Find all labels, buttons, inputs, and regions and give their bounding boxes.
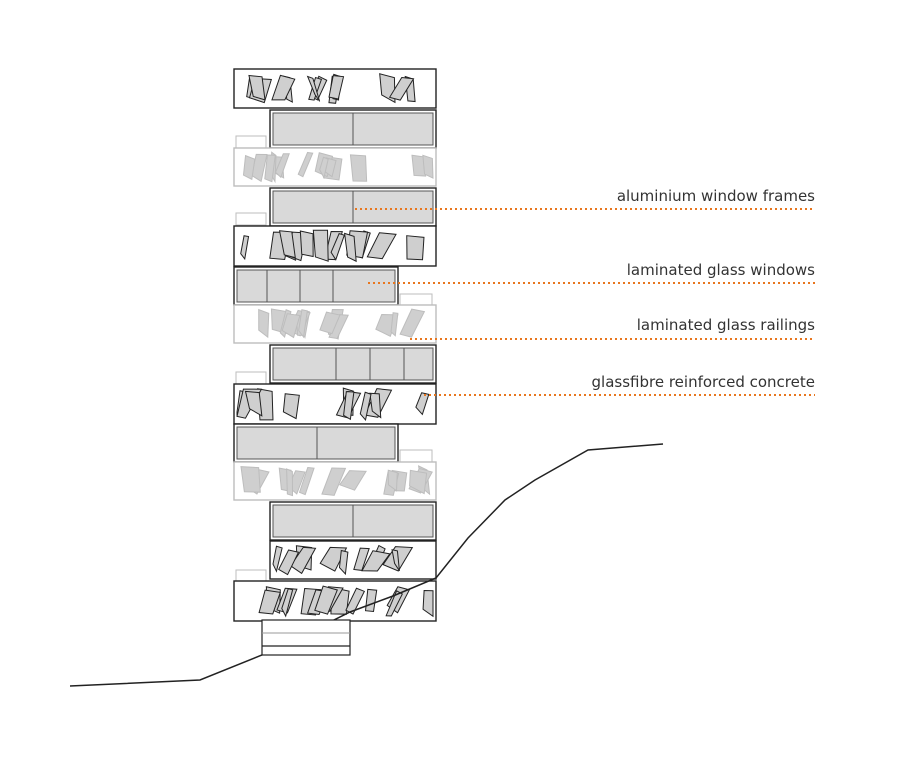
perforation-cutout (248, 74, 266, 101)
perforation-cutout (338, 470, 367, 491)
perforation-cutout (306, 75, 321, 102)
background-outline (235, 371, 267, 385)
background-outline (235, 212, 267, 226)
perforation-cutout (314, 585, 338, 615)
background-outline (399, 293, 433, 307)
background-outline (235, 569, 267, 583)
perforation-cutout (415, 392, 430, 416)
foundation-plinth (261, 619, 351, 656)
perforation-cutout (281, 313, 301, 339)
perforation-cutout (299, 230, 314, 258)
perforation-cutout (319, 311, 341, 335)
label-laminated-glass-windows: laminated glass windows (627, 261, 815, 279)
label-laminated-glass-railings: laminated glass railings (637, 316, 815, 334)
perforation-cutout (406, 235, 425, 261)
glass-window-module-4 (269, 344, 437, 384)
concrete-module-3 (233, 383, 437, 425)
perforation-cutout (278, 230, 296, 259)
railing-module-3 (233, 461, 437, 501)
glass-pane (236, 269, 396, 303)
perforation-cutout (286, 468, 294, 497)
railing-module-2 (233, 304, 437, 344)
label-aluminium-window-frames: aluminium window frames (617, 187, 815, 205)
glass-window-module-1 (269, 109, 437, 149)
perforation-cutout (312, 229, 329, 262)
perforation-cutout (297, 151, 314, 178)
perforation-cutout (274, 153, 290, 179)
glass-window-module-5 (233, 423, 399, 463)
perforation-cutout (388, 76, 415, 101)
perforation-cutout (298, 466, 315, 496)
perforation-cutout (387, 469, 398, 492)
glass-window-module-6 (269, 501, 437, 541)
concrete-module-1 (233, 68, 437, 109)
perforation-cutout (264, 154, 276, 183)
annotation-labels: aluminium window frames laminated glass … (592, 187, 816, 391)
perforation-cutout (240, 235, 250, 261)
concrete-module-5 (233, 580, 437, 622)
perforation-cutout (240, 466, 261, 493)
perforation-cutout (282, 393, 300, 420)
perforation-cutout (344, 232, 357, 263)
perforation-cutout (278, 549, 300, 576)
concrete-module-2 (233, 225, 437, 267)
perforation-cutout (319, 546, 348, 572)
background-outline (235, 135, 267, 149)
railing-module-1 (233, 147, 437, 187)
perforation-cutout (258, 589, 281, 615)
perforation-cutout (399, 308, 426, 338)
perforation-cutout (366, 232, 397, 260)
glass-pane (272, 347, 434, 381)
perforation-cutout (361, 550, 391, 572)
perforation-cutout (338, 549, 349, 576)
perforation-cutout (328, 75, 345, 100)
perforation-cutout (272, 545, 283, 573)
perforation-cutout (258, 308, 270, 339)
perforation-cutout (422, 154, 434, 179)
perforation-cutout (343, 391, 355, 421)
perforation-cutout (242, 154, 256, 181)
perforation-cutout (422, 589, 434, 618)
perforation-cutout (390, 312, 399, 337)
perforation-cutout (321, 467, 347, 496)
perforation-cutout (391, 549, 400, 572)
concrete-module-4 (269, 540, 437, 580)
background-outline (399, 449, 433, 463)
ground-line (69, 443, 664, 687)
perforation-cutout (411, 154, 427, 177)
perforation-cutout (345, 587, 366, 615)
perforation-cutout (298, 309, 308, 339)
glass-window-module-3 (233, 266, 399, 306)
perforation-cutout (349, 154, 368, 182)
perforation-cutout (369, 392, 382, 419)
glass-window-module-2 (269, 187, 437, 227)
perforation-cutout (330, 233, 345, 261)
annotation-leaders (355, 208, 815, 396)
facade-stack (233, 68, 437, 622)
perforation-cutout (359, 391, 372, 422)
glass-pane (236, 426, 396, 460)
label-glassfibre-reinforced-concrete: glassfibre reinforced concrete (592, 373, 815, 391)
perforation-cutout (281, 588, 294, 618)
perforation-cutout (409, 469, 428, 495)
perforation-cutout (271, 74, 296, 101)
perforation-cutout (244, 390, 263, 417)
perforation-cutout (319, 156, 329, 180)
